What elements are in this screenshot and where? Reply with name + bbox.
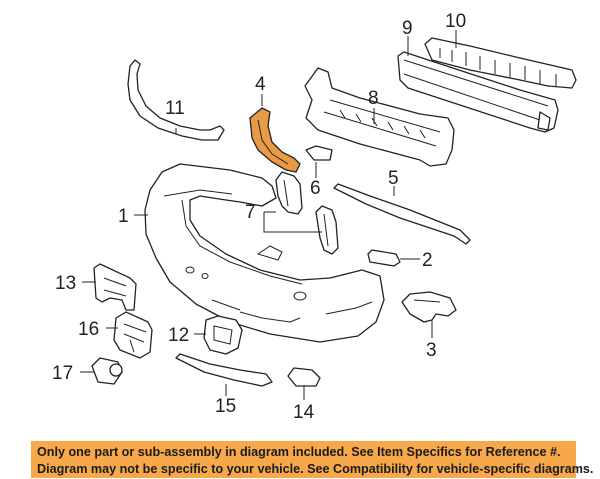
callout-labels: 1 2 3 4 5 6 7 8 9 10 11 12 13 14 15 16 1… bbox=[52, 11, 466, 423]
part-9-impact-bar[interactable] bbox=[397, 51, 559, 133]
part-16-module[interactable] bbox=[113, 311, 153, 359]
callout-1: 1 bbox=[118, 206, 129, 227]
part-14-trim-piece[interactable] bbox=[287, 367, 321, 387]
callout-15: 15 bbox=[215, 396, 236, 417]
part-13-license-bracket[interactable] bbox=[93, 263, 137, 311]
callout-17: 17 bbox=[52, 363, 73, 384]
callout-12: 12 bbox=[168, 325, 189, 346]
part-1-bumper-cover[interactable] bbox=[144, 163, 385, 343]
callout-3: 3 bbox=[426, 340, 437, 361]
callout-5: 5 bbox=[388, 168, 399, 189]
callout-7: 7 bbox=[245, 202, 256, 223]
callout-16: 16 bbox=[78, 319, 99, 340]
disclaimer-line-1: Only one part or sub-assembly in diagram… bbox=[37, 445, 561, 459]
callout-9: 9 bbox=[402, 18, 413, 39]
disclaimer-banner: Only one part or sub-assembly in diagram… bbox=[31, 441, 594, 478]
part-12-bezel[interactable] bbox=[203, 315, 243, 355]
part-17-sensor[interactable] bbox=[91, 357, 123, 385]
part-4-bracket[interactable] bbox=[249, 107, 301, 173]
callout-2: 2 bbox=[422, 250, 433, 271]
part-7-bracket-upper[interactable] bbox=[275, 171, 303, 215]
callout-8: 8 bbox=[368, 88, 379, 109]
callout-10: 10 bbox=[445, 11, 466, 32]
part-6-clip[interactable] bbox=[305, 145, 333, 161]
part-5-guide[interactable] bbox=[333, 183, 471, 245]
callout-4: 4 bbox=[255, 74, 266, 95]
part-10-absorber[interactable] bbox=[424, 37, 577, 89]
callout-11: 11 bbox=[165, 98, 185, 119]
callout-6: 6 bbox=[310, 178, 321, 199]
part-15-lower-trim[interactable] bbox=[175, 353, 273, 387]
disclaimer-line-2: Diagram may not be specific to your vehi… bbox=[37, 462, 594, 476]
part-7-bracket-lower[interactable] bbox=[315, 205, 339, 255]
callout-14: 14 bbox=[293, 402, 315, 423]
part-11-molding[interactable] bbox=[127, 59, 225, 141]
part-8-absorber[interactable] bbox=[304, 67, 455, 167]
part-2-reflector[interactable] bbox=[367, 249, 401, 267]
callout-13: 13 bbox=[55, 273, 76, 294]
part-3-side-bracket[interactable] bbox=[401, 291, 457, 323]
leader-lines bbox=[80, 30, 457, 400]
